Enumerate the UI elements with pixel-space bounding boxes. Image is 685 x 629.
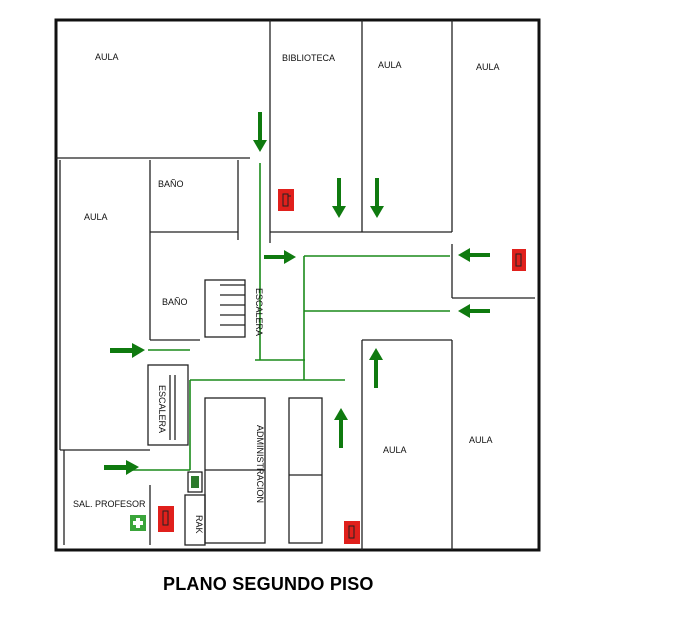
fire-extinguisher-icon (278, 189, 294, 211)
room-label: BAÑO (158, 179, 184, 189)
fire-extinguishers (158, 189, 526, 544)
room-label: ESCALERA (254, 288, 264, 336)
room-label: RAK (194, 515, 204, 534)
room-label: AULA (84, 212, 108, 222)
exit-arrow-icon (458, 248, 490, 262)
room-label: BAÑO (162, 297, 188, 307)
exit-arrow-icon (458, 304, 490, 318)
fire-extinguisher-icon (512, 249, 526, 271)
fire-extinguisher-icon (344, 521, 360, 544)
room-label: AULA (383, 445, 407, 455)
exit-arrows (104, 112, 490, 475)
fire-extinguisher-icon (158, 506, 174, 532)
exit-arrow-icon (104, 460, 139, 475)
plan-title: PLANO SEGUNDO PISO (163, 574, 374, 594)
room-label: AULA (469, 435, 493, 445)
exit-arrow-icon (369, 348, 383, 388)
exit-arrow-icon (332, 178, 346, 218)
room-label: AULA (476, 62, 500, 72)
evacuation-routes (130, 163, 450, 471)
building-walls (54, 18, 541, 552)
exit-arrow-icon (110, 343, 145, 358)
exit-arrow-icon (253, 112, 267, 152)
room-label: AULA (95, 52, 119, 62)
room-label: AULA (378, 60, 402, 70)
room-label: SAL. PROFESOR (73, 499, 146, 509)
exit-arrow-icon (264, 250, 296, 264)
first-aid-icon (130, 515, 146, 531)
emergency-phone-icon (187, 471, 203, 493)
exit-arrow-icon (370, 178, 384, 218)
exit-arrow-icon (334, 408, 348, 448)
room-label: ADMINISTRACION (255, 425, 265, 503)
room-labels: AULA BIBLIOTECA AULA AULA AULA BAÑO BAÑO… (73, 52, 500, 534)
room-label: BIBLIOTECA (282, 53, 335, 63)
room-label: ESCALERA (157, 385, 167, 433)
